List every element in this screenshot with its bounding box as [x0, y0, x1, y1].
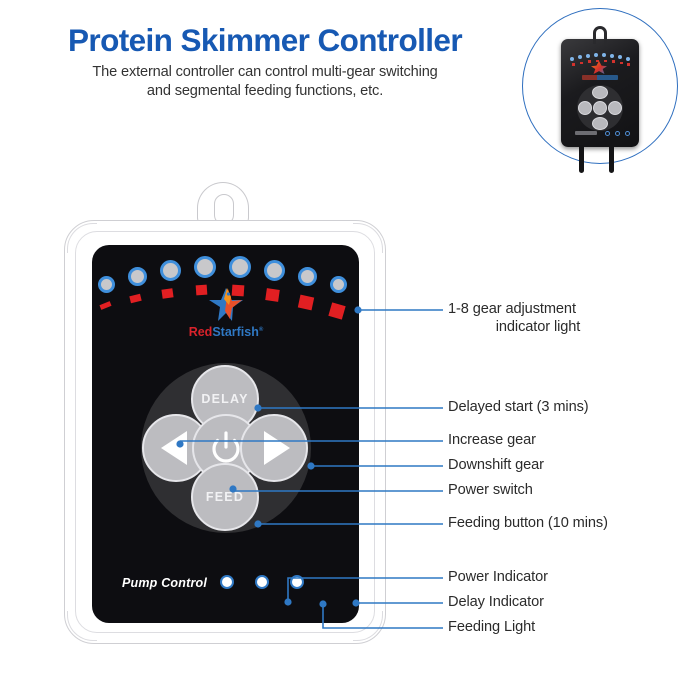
gear-mark-8 [328, 302, 346, 320]
gear-led-1[interactable] [98, 276, 115, 293]
gear-mark-3 [161, 288, 174, 299]
callout-gear-line-2: indicator light [495, 319, 581, 336]
gear-led-4[interactable] [194, 256, 216, 278]
page-subtitle: The external controller can control mult… [0, 63, 530, 102]
callout-label-power-switch: Power switch [448, 482, 533, 498]
controller-device: RedStarfish® DELAY FEED [60, 182, 405, 652]
power-indicator-led [220, 575, 234, 589]
device-shell-inner-edge [75, 231, 375, 633]
gear-led-3[interactable] [160, 260, 181, 281]
power-icon [212, 431, 240, 463]
pump-control-label: Pump Control [122, 576, 208, 590]
product-photo-circle [522, 8, 678, 173]
callout-label-downshift-gear: Downshift gear [448, 457, 544, 473]
brand-logo: RedStarfish® [184, 287, 268, 345]
triangle-left-icon [160, 431, 187, 465]
thumbnail-brand-mark-icon [591, 61, 607, 74]
starfish-logo-icon [209, 288, 243, 321]
thumbnail-feeding-light [625, 131, 630, 136]
subtitle-line-1: The external controller can control mult… [92, 64, 438, 81]
increase-gear-button[interactable] [240, 414, 308, 482]
callout-label-power-indicator: Power Indicator [448, 569, 548, 585]
thumbnail-power-button [593, 101, 607, 115]
gear-led-6[interactable] [264, 260, 285, 281]
thumbnail-brand-text [582, 75, 618, 80]
thumbnail-power-indicator [605, 131, 610, 136]
control-pad: DELAY FEED [141, 363, 311, 533]
thumbnail-left-button [578, 101, 592, 115]
brand-logo-text: RedStarfish® [184, 325, 268, 339]
brand-word-red: Red [188, 325, 213, 339]
feeding-light-led [290, 575, 304, 589]
thumbnail-delay-indicator [615, 131, 620, 136]
thumbnail-power-cord-left [579, 145, 584, 173]
thumbnail-right-button [608, 101, 622, 115]
triangle-right-icon [263, 431, 290, 465]
gear-indicator-leds [92, 245, 359, 335]
shell-corner-bottom-left [67, 611, 97, 641]
delay-indicator-led [255, 575, 269, 589]
hanging-hook-icon [593, 26, 607, 44]
gear-mark-7 [297, 294, 315, 311]
callout-label-increase-gear: Increase gear [448, 432, 536, 448]
header: Protein Skimmer Controller The external … [0, 22, 530, 102]
product-photo-device [561, 26, 639, 173]
callout-gear-line-1: 1-8 gear adjustment [448, 301, 576, 317]
thumbnail-gear-leds [570, 52, 630, 66]
callout-label-delay-indicator: Delay Indicator [448, 594, 544, 610]
callout-label-feeding-button: Feeding button (10 mins) [448, 515, 608, 531]
thumbnail-feed-button [592, 117, 608, 130]
device-faceplate: RedStarfish® DELAY FEED [92, 245, 359, 623]
gear-led-7[interactable] [298, 267, 317, 286]
gear-led-2[interactable] [128, 267, 147, 286]
page-title: Protein Skimmer Controller [68, 22, 463, 58]
thumbnail-control-pad [577, 85, 623, 131]
subtitle-line-2: and segmental feeding functions, etc. [146, 83, 384, 100]
thumbnail-delay-button [592, 86, 608, 99]
gear-led-8[interactable] [330, 276, 347, 293]
registered-trademark-icon: ® [258, 326, 264, 333]
gear-mark-1 [99, 301, 112, 310]
feed-button[interactable]: FEED [191, 463, 259, 531]
thumbnail-power-cord-right [609, 145, 614, 173]
gear-mark-2 [129, 293, 142, 304]
hanging-tab [197, 182, 249, 225]
callout-label-feeding-light: Feeding Light [448, 619, 536, 635]
brand-word-blue: Starfish [212, 325, 259, 339]
callout-label-gear-indicator: 1-8 gear adjustment indicator light [448, 300, 628, 336]
gear-led-5[interactable] [229, 256, 251, 278]
callout-label-delayed-start: Delayed start (3 mins) [448, 399, 589, 415]
thumbnail-model-text [575, 131, 597, 135]
shell-corner-bottom-right [353, 611, 383, 641]
